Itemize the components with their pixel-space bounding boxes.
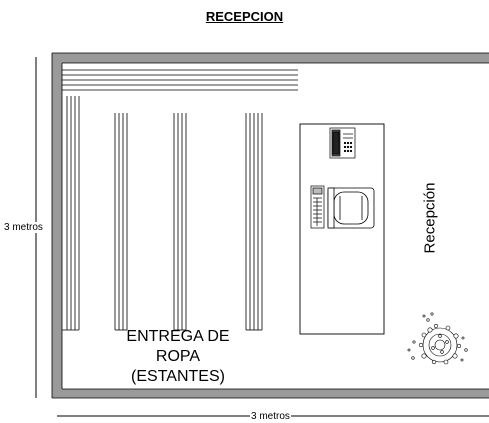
telephone-icon [329,127,356,159]
height-dimension-label: 3 metros [3,222,44,233]
page-title: RECEPCION [205,9,284,24]
shelf-4 [245,113,263,331]
reception-desk [299,123,385,335]
top-shelf [62,69,298,91]
delivery-area-line-2: ROPA [155,348,201,365]
shelf-2 [114,113,128,331]
shelf-left [62,96,80,331]
cash-register-icon [310,185,325,229]
delivery-area-line-3: (ESTANTES) [131,368,225,385]
reception-area-label: Recepción [421,182,439,254]
room-walls [51,52,489,399]
delivery-area-line-1: ENTREGA DE [126,328,230,345]
chair-icon [327,187,375,229]
delivery-area-label: ENTREGA DE ROPA (ESTANTES) [98,327,258,387]
plant-icon [407,312,468,365]
shelf-3 [173,113,187,331]
width-dimension-label: 3 metros [250,411,291,422]
